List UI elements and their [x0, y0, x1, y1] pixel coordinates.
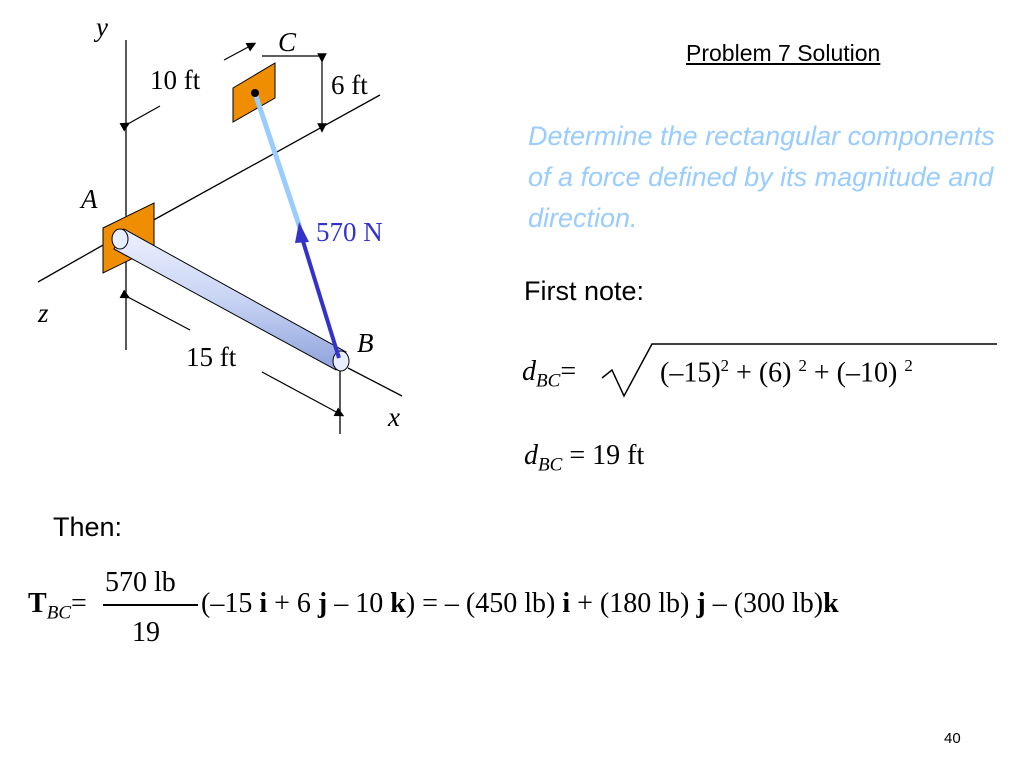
bc-subscript-2: BC [538, 454, 563, 476]
boom-end-b [332, 350, 350, 372]
square-root-icon [601, 343, 997, 398]
slide-number: 40 [944, 730, 961, 747]
dim-15ft-label: 15 ft [186, 342, 237, 372]
equals-sign-2: = [569, 440, 586, 471]
t-subscript: BC [46, 602, 72, 624]
boom-end-a [111, 228, 129, 250]
force-diagram [37, 40, 403, 434]
radicand: (–15)2 + (6) 2 + (–10) 2 [660, 356, 913, 389]
unit-k: k [390, 588, 406, 619]
radicand-term-2: + (6) [729, 357, 799, 389]
dim-10ft-ext2 [223, 42, 257, 61]
force-label: 570 N [316, 217, 383, 247]
tension-lhs: TBC= [28, 588, 87, 625]
unit-i: i [259, 588, 268, 619]
force-arrow [300, 237, 341, 359]
force-arrowhead [295, 222, 309, 243]
d-symbol: d [522, 356, 536, 387]
tension-rhs: (–15 i + 6 j – 10 k) = – (450 lb) i + (1… [201, 588, 839, 619]
point-c-dot [251, 89, 259, 97]
fraction-bar [103, 604, 198, 606]
dim-10ft-ext [119, 105, 161, 132]
equals-sign: = [560, 356, 577, 387]
radicand-exp-1: 2 [720, 356, 730, 375]
distance-value: 19 ft [592, 440, 645, 471]
radicand-term-1: (–15) [660, 357, 721, 389]
x-axis-label: x [388, 402, 400, 432]
point-a-label: A [81, 184, 98, 214]
plane-line-upper [149, 94, 381, 223]
y-axis-label: y [96, 12, 108, 42]
bc-subscript: BC [536, 370, 561, 392]
unit-k-2: k [823, 588, 839, 619]
unit-i-2: i [562, 588, 571, 619]
radicand-exp-2: 2 [798, 356, 807, 375]
fraction-denominator: 19 [132, 617, 160, 648]
then-label: Then: [53, 512, 123, 542]
point-c-label: C [278, 27, 297, 57]
t-equals: = [71, 588, 87, 619]
t-symbol: T [28, 588, 47, 619]
dim-6ft-label: 6 ft [331, 70, 368, 100]
fraction-numerator: 570 lb [105, 567, 176, 598]
unit-j-2: j [696, 588, 706, 619]
point-b-label: B [357, 328, 374, 358]
dim-15ft-ext-a [119, 289, 191, 331]
unit-j: j [317, 588, 328, 619]
x-axis-line [347, 367, 403, 397]
distance-result: dBC = 19 ft [524, 440, 644, 477]
d-symbol-2: d [524, 440, 538, 471]
radicand-term-3: + (–10) [806, 357, 905, 389]
page-title: Problem 7 Solution [686, 40, 881, 66]
z-axis-label: z [38, 298, 49, 328]
distance-equation-lhs: dBC= [522, 356, 576, 393]
cable-bc [252, 92, 303, 229]
first-note-label: First note: [524, 276, 645, 306]
problem-description: Determine the rectangular components of … [528, 121, 995, 233]
dim-10ft-label: 10 ft [150, 65, 201, 95]
radicand-exp-3: 2 [904, 356, 913, 375]
dim-15ft-ext-b [261, 371, 345, 417]
